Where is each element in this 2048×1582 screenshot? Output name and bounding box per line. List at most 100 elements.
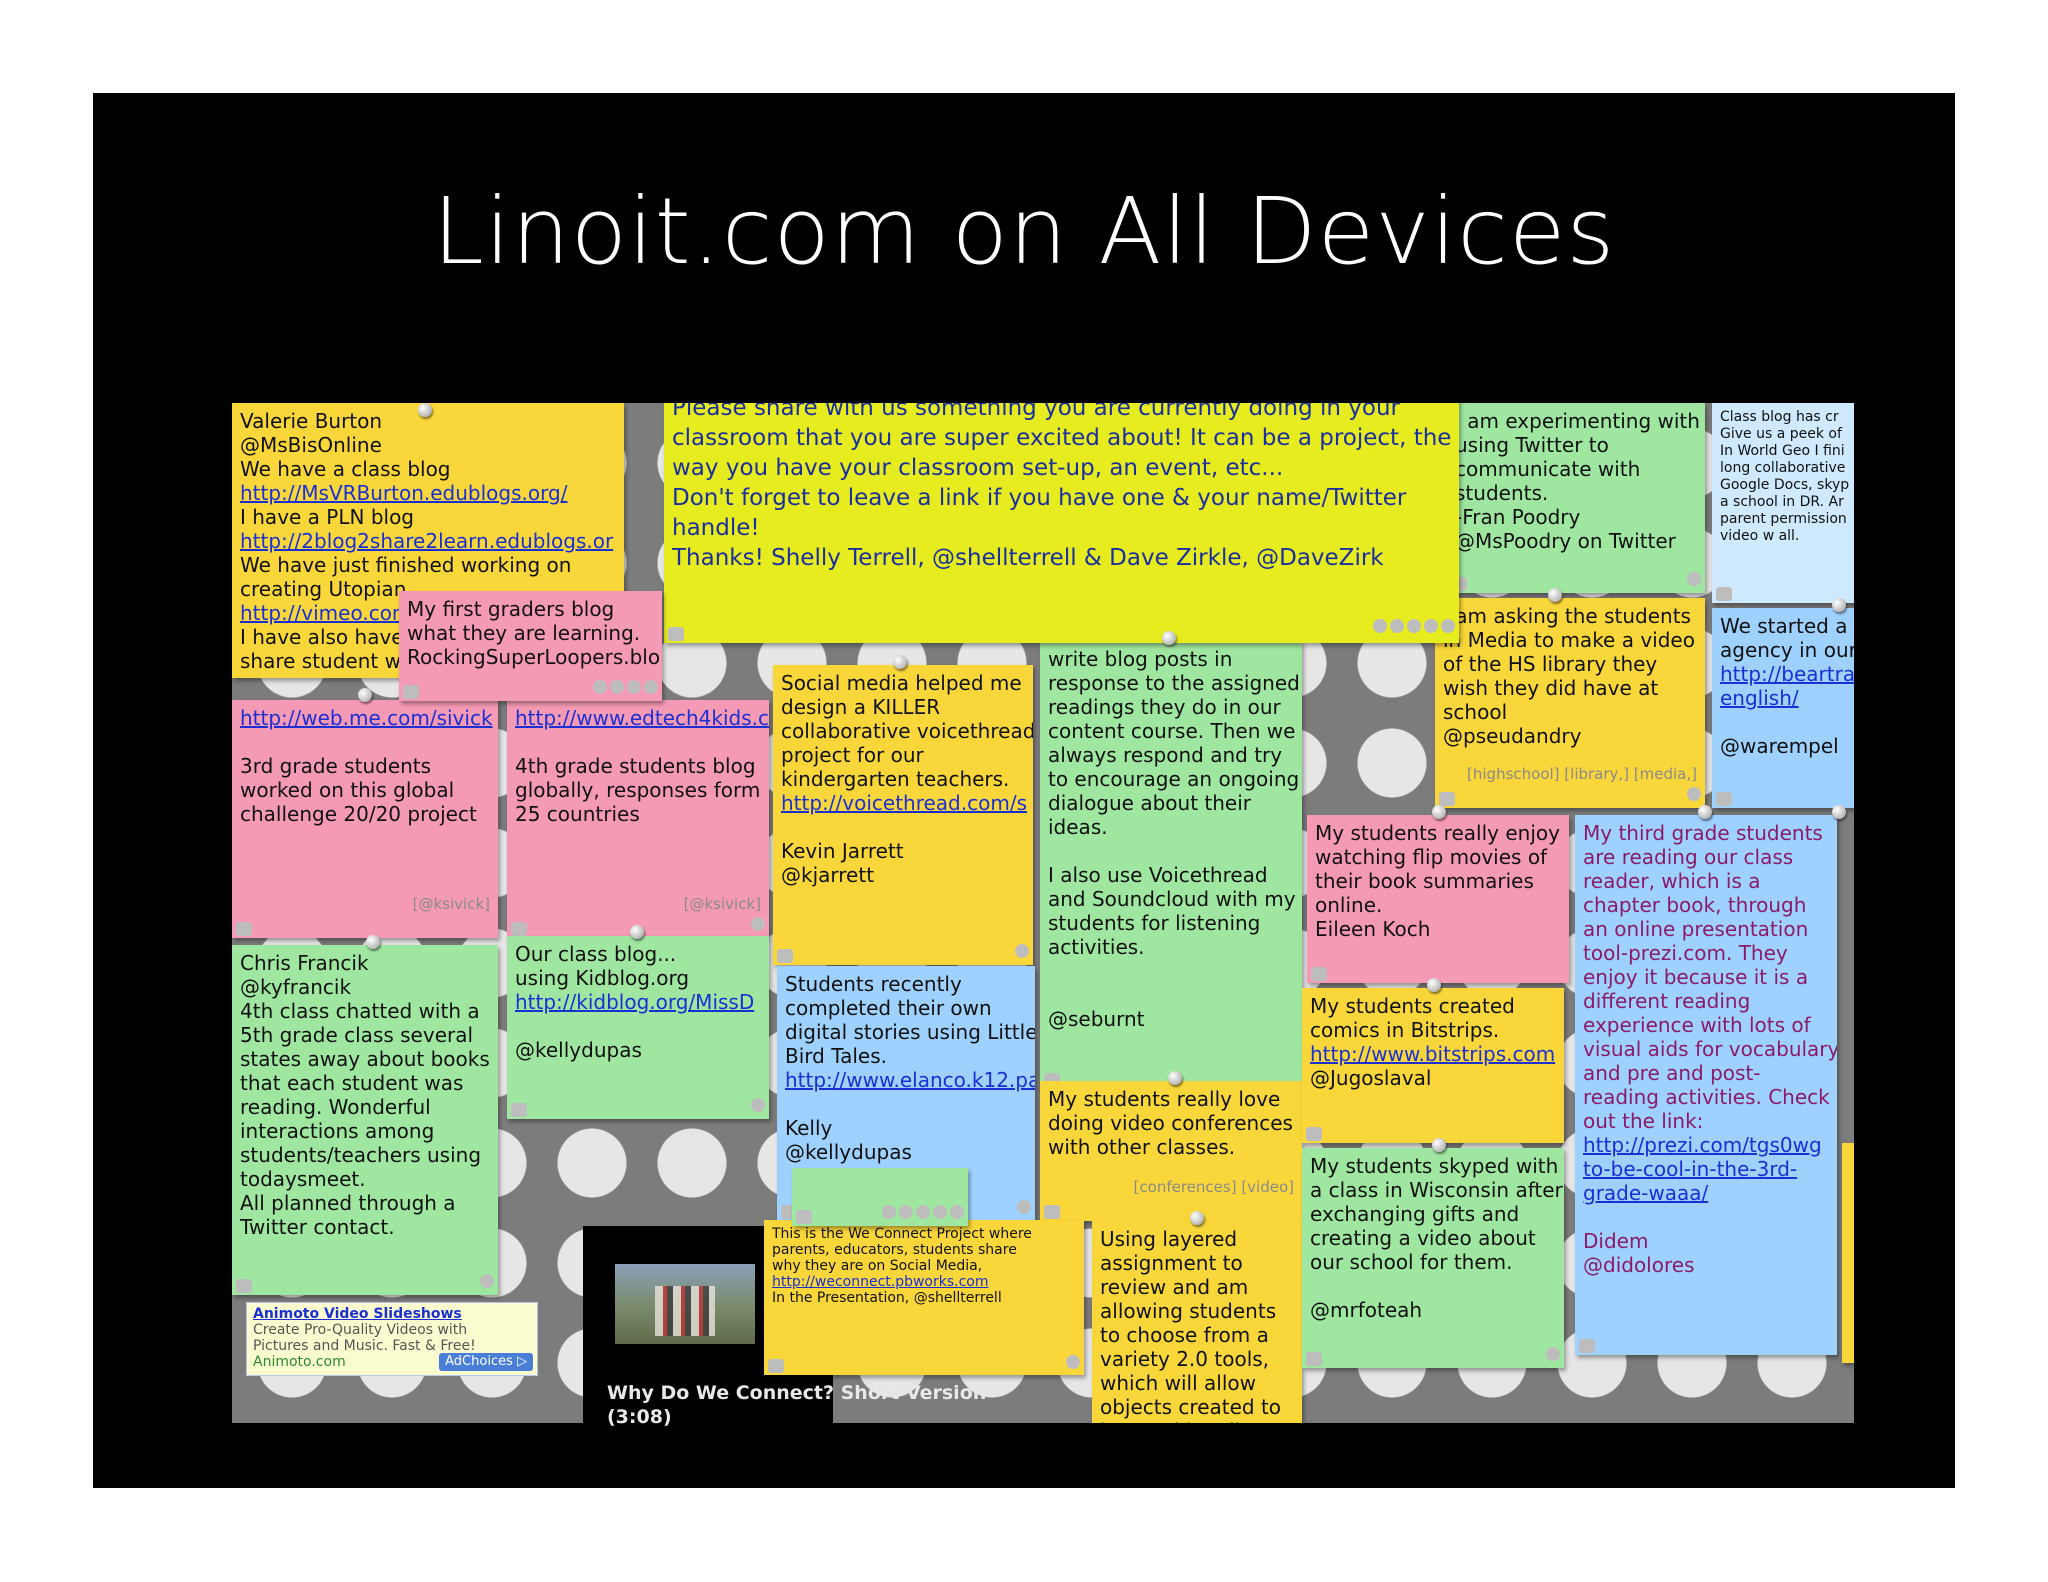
note-action-icon[interactable] xyxy=(610,680,624,694)
note-line: reader, which is a xyxy=(1583,869,1761,893)
note-link[interactable]: http://beartra xyxy=(1720,662,1854,686)
note-line: My students really love xyxy=(1048,1087,1281,1111)
note-link[interactable]: http://MsVRBurton.edublogs.org/ xyxy=(240,481,568,505)
note-action-icon[interactable] xyxy=(1407,619,1421,633)
note-action-icon[interactable] xyxy=(593,680,607,694)
note-line: school xyxy=(1443,700,1508,724)
note-action-icon[interactable] xyxy=(751,917,765,931)
note-ksivick-3rd-grade[interactable]: http://web.me.com/sivick 3rd grade stude… xyxy=(232,700,498,938)
note-tags[interactable]: [conferences] [video] xyxy=(1133,1178,1294,1196)
note-action-icon[interactable] xyxy=(1066,1355,1080,1369)
note-ksivick-4th-grade[interactable]: http://www.edtech4kids.c 4th grade stude… xyxy=(507,700,769,938)
animoto-ad[interactable]: Animoto Video Slideshows Create Pro-Qual… xyxy=(246,1302,538,1376)
note-actions xyxy=(477,1269,494,1293)
video-title[interactable]: Why Do We Connect? Short Version xyxy=(607,1382,987,1404)
note-link[interactable]: http://www.edtech4kids.c xyxy=(515,706,769,730)
note-action-icon[interactable] xyxy=(1441,619,1455,633)
note-action-icon[interactable] xyxy=(1424,619,1438,633)
note-action-icon[interactable] xyxy=(1373,619,1387,633)
note-tags[interactable]: [@ksivick] xyxy=(683,895,761,913)
note-action-icon[interactable] xyxy=(627,680,641,694)
note-action-icon[interactable] xyxy=(751,1098,765,1112)
note-line: Give us a peek of xyxy=(1720,426,1842,442)
note-link[interactable]: http://www.bitstrips.com xyxy=(1310,1042,1556,1066)
note-link[interactable]: http://kidblog.org/MissD xyxy=(515,990,755,1014)
note-footer xyxy=(511,917,765,936)
author-face-icon xyxy=(236,1279,252,1293)
note-action-icon[interactable] xyxy=(899,1205,913,1219)
note-link[interactable]: http://www.elanco.k12.pa xyxy=(785,1068,1035,1092)
note-link[interactable]: http://weconnect.pbworks.com xyxy=(772,1274,989,1290)
note-link[interactable]: http://2blog2share2learn.edublogs.or xyxy=(240,529,614,553)
note-action-icon[interactable] xyxy=(933,1205,947,1219)
note-line: Google Docs, skyp xyxy=(1720,477,1850,493)
note-line: write blog posts in xyxy=(1048,647,1233,671)
note-line: creating Utopian xyxy=(240,577,407,601)
note-action-icon[interactable] xyxy=(480,1274,494,1288)
note-action-icon[interactable] xyxy=(1687,787,1701,801)
note-line: Class blog has cr xyxy=(1720,409,1839,425)
note-action-icon[interactable] xyxy=(644,680,658,694)
note-action-icon[interactable] xyxy=(1017,1200,1031,1214)
note-line: We started a t xyxy=(1720,614,1854,638)
note-small-footer[interactable] xyxy=(792,1168,968,1226)
note-prompt[interactable]: Please share with us something you are c… xyxy=(664,403,1459,643)
note-action-icon[interactable] xyxy=(950,1205,964,1219)
video-thumbnail[interactable] xyxy=(615,1264,755,1344)
pushpin-icon xyxy=(893,655,907,669)
note-right-edge[interactable] xyxy=(1842,1143,1854,1363)
note-link[interactable]: english/ xyxy=(1720,686,1799,710)
note-footer xyxy=(1716,585,1854,601)
note-footer xyxy=(1439,787,1701,806)
note-line: handle! xyxy=(672,515,760,541)
note-line: My first graders blog xyxy=(407,597,615,621)
note-line xyxy=(1720,710,1854,734)
note-action-icon[interactable] xyxy=(1687,572,1701,586)
note-line: objects created to xyxy=(1100,1395,1282,1419)
note-link[interactable]: http://voicethread.com/s xyxy=(781,791,1027,815)
note-line: Students recently xyxy=(785,972,962,996)
note-action-icon[interactable] xyxy=(882,1205,896,1219)
note-link[interactable]: grade-waaa/ xyxy=(1583,1181,1709,1205)
note-line: what they are learning. xyxy=(407,621,641,645)
note-tags[interactable]: [highschool] [library,] [media,] xyxy=(1467,765,1697,783)
note-link[interactable]: to-be-cool-in-the-3rd- xyxy=(1583,1157,1798,1181)
adchoices-button[interactable]: AdChoices ▷ xyxy=(439,1353,533,1371)
note-line: different reading xyxy=(1583,989,1751,1013)
pushpin-icon xyxy=(366,935,380,949)
note-action-icon[interactable] xyxy=(1390,619,1404,633)
ad-url[interactable]: Animoto.com xyxy=(253,1354,346,1370)
author-face-icon xyxy=(1306,1352,1322,1366)
note-line: chapter book, through xyxy=(1583,893,1807,917)
note-action-icon[interactable] xyxy=(1546,1347,1560,1361)
embedded-video[interactable]: Why Do We Connect? Short Version (3:08) xyxy=(583,1226,986,1428)
note-link[interactable]: http://web.me.com/sivick xyxy=(240,706,493,730)
note-action-icon[interactable] xyxy=(916,1205,930,1219)
note-action-icon[interactable] xyxy=(1015,944,1029,958)
note-footer xyxy=(796,1205,964,1224)
note-tags[interactable]: [@ksivick] xyxy=(412,895,490,913)
note-link[interactable]: http://vimeo.com xyxy=(240,601,412,625)
note-line: 4th class chatted with a xyxy=(240,999,480,1023)
author-face-icon xyxy=(1579,1339,1595,1353)
note-link[interactable]: http://prezi.com/tgs0wg xyxy=(1583,1133,1822,1157)
ad-title[interactable]: Animoto Video Slideshows xyxy=(253,1306,462,1322)
